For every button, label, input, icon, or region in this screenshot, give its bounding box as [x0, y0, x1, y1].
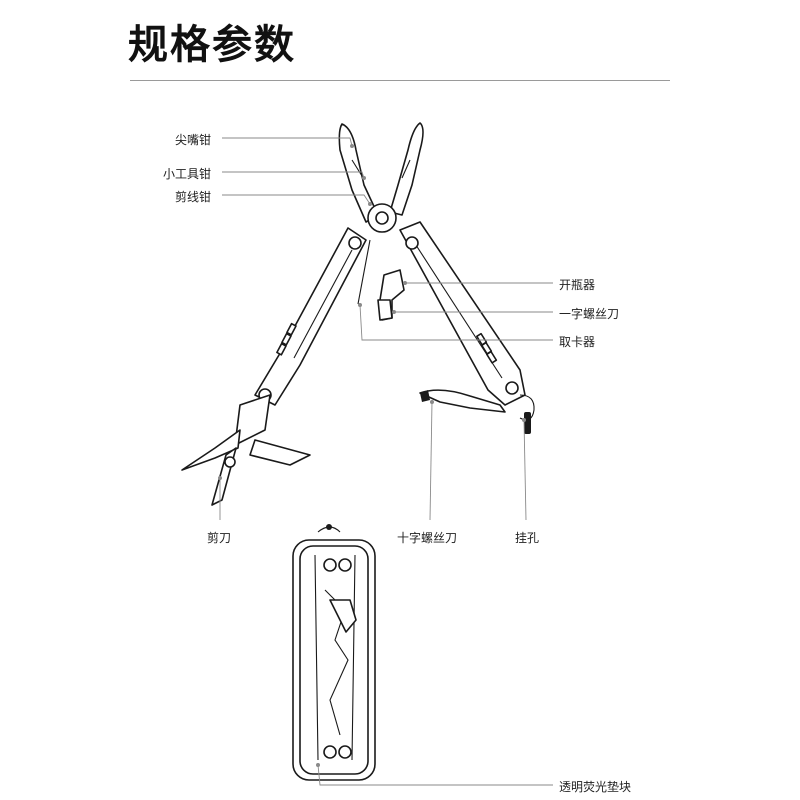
label-fluorescent-pad: 透明荧光垫块 — [559, 780, 632, 794]
page-title: 规格参数 — [128, 22, 296, 68]
label-hanging-hole: 挂孔 — [515, 531, 540, 545]
label-card-remover: 取卡器 — [559, 335, 596, 349]
label-phillips-screwdriver: 十字螺丝刀 — [397, 531, 458, 545]
label-needle-nose-pliers: 尖嘴钳 — [175, 133, 212, 147]
label-scissors: 剪刀 — [207, 531, 232, 545]
label-flat-screwdriver: 一字螺丝刀 — [559, 307, 620, 321]
closed-multitool — [292, 524, 376, 781]
label-wire-cutter: 剪线钳 — [175, 190, 212, 204]
leader-lines — [218, 137, 553, 786]
label-bottle-opener: 开瓶器 — [559, 278, 596, 292]
label-small-pliers: 小工具钳 — [163, 167, 212, 181]
title-divider — [130, 80, 670, 81]
open-multitool — [181, 122, 535, 506]
